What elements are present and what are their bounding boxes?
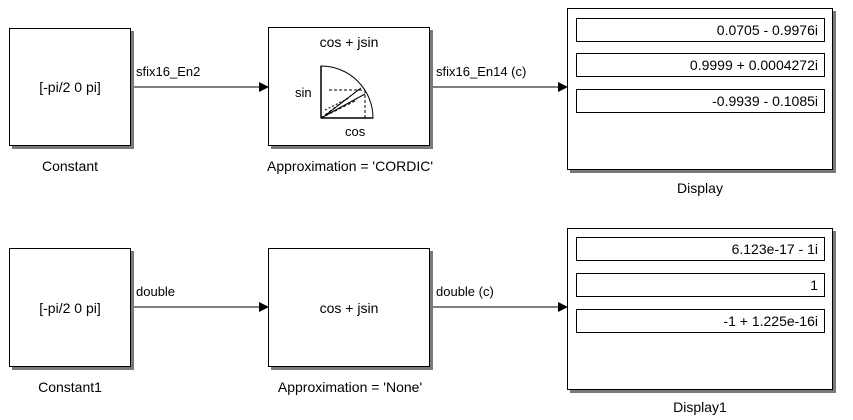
display-value-3: -0.9939 - 0.1085i [576, 89, 825, 113]
display1-value-3: -1 + 1.225e-16i [576, 309, 825, 333]
signal-label-double-c: double (c) [436, 284, 494, 299]
cordic-trig-block[interactable]: cos + jsin sin cos [268, 27, 430, 146]
trig-none-block[interactable]: cos + jsin [268, 248, 430, 367]
trig-block-name: Approximation = 'None' [277, 379, 423, 395]
constant1-block-name: Constant1 [38, 379, 102, 395]
display-value-2: 0.9999 + 0.0004272i [576, 53, 825, 77]
signal-label-sfix16-en2: sfix16_En2 [136, 64, 201, 79]
display-block[interactable]: 0.0705 - 0.9976i 0.9999 + 0.0004272i -0.… [567, 8, 833, 170]
display-block-name: Display [677, 180, 723, 196]
display1-value-1: 6.123e-17 - 1i [576, 237, 825, 261]
cordic-unit-circle-icon [320, 65, 374, 119]
display-value-1: 0.0705 - 0.9976i [576, 18, 825, 42]
display1-value-2: 1 [576, 273, 825, 297]
display1-block[interactable]: 6.123e-17 - 1i 1 -1 + 1.225e-16i [567, 228, 833, 390]
constant-block[interactable]: [-pi/2 0 pi] [9, 28, 131, 146]
cordic-block-title: cos + jsin [319, 34, 379, 50]
cordic-cos-label: cos [345, 124, 366, 139]
quarter-circle-arc [320, 65, 374, 119]
signal-label-sfix16-en14: sfix16_En14 (c) [436, 64, 527, 79]
display1-block-name: Display1 [673, 399, 727, 415]
constant-value: [-pi/2 0 pi] [39, 79, 101, 95]
constant1-block[interactable]: [-pi/2 0 pi] [9, 248, 131, 367]
signal-label-double: double [136, 284, 176, 299]
trig-block-title: cos + jsin [319, 299, 379, 316]
cordic-vector-main [320, 93, 366, 119]
cordic-sin-label: sin [295, 85, 312, 100]
constant1-value: [-pi/2 0 pi] [39, 299, 101, 316]
cordic-block-name: Approximation = 'CORDIC' [266, 158, 434, 174]
constant-block-name: Constant [41, 158, 99, 174]
